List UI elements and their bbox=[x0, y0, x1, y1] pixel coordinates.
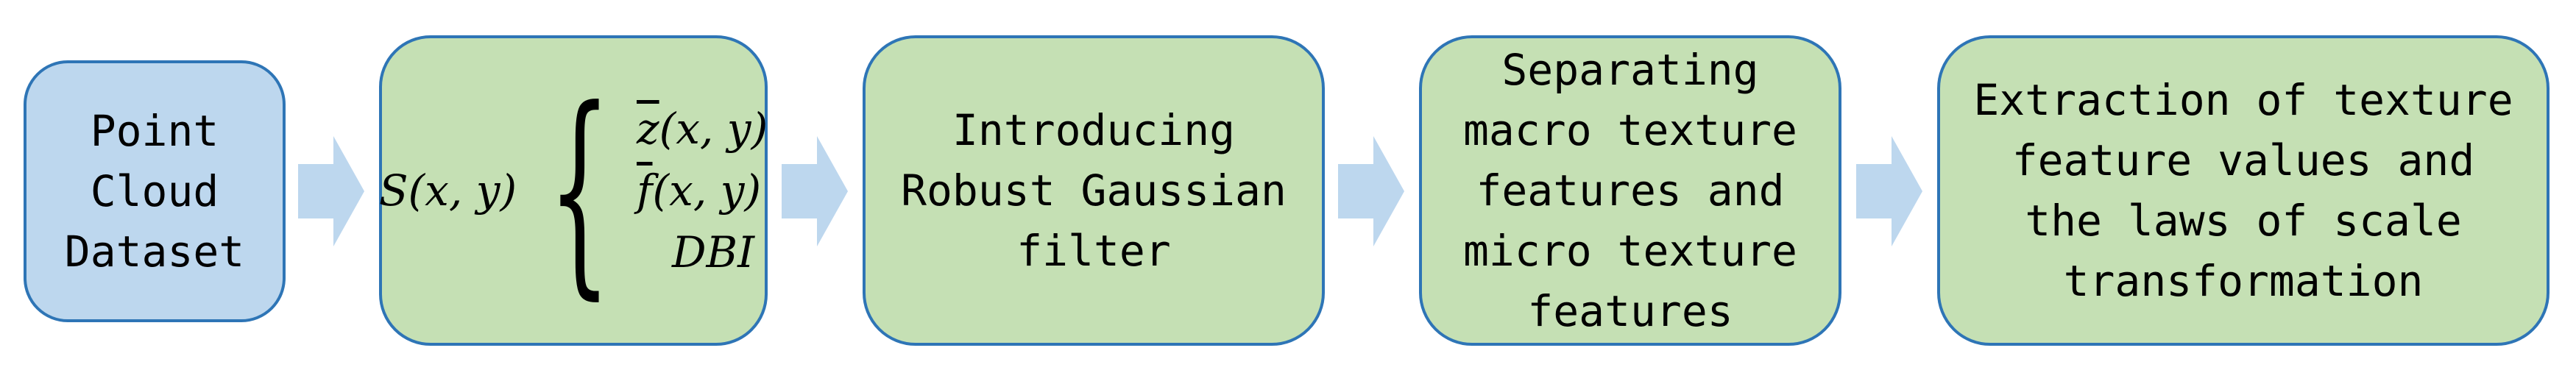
formula-case-f: f(x, y) bbox=[637, 166, 762, 216]
right-arrow-icon bbox=[298, 136, 364, 246]
formula-lhs: S(x, y) bbox=[378, 166, 517, 216]
brace: { bbox=[548, 62, 612, 319]
right-arrow-icon bbox=[1856, 136, 1922, 246]
formula-case-z: z(x, y) bbox=[637, 104, 768, 154]
formula-box: S(x, y) { z(x, y) f(x, y) DBI bbox=[379, 35, 768, 346]
formula-case-dbi: DBI bbox=[672, 227, 755, 277]
right-arrow-icon bbox=[782, 136, 848, 246]
formula: S(x, y) { z(x, y) f(x, y) DBI bbox=[379, 80, 768, 301]
extraction-box: Extraction of texture feature values and… bbox=[1937, 35, 2550, 346]
robust-gaussian-box: Introducing Robust Gaussian filter bbox=[863, 35, 1325, 346]
robust-gaussian-label: Introducing Robust Gaussian filter bbox=[901, 105, 1287, 276]
point-cloud-dataset-label: Point Cloud Dataset bbox=[64, 106, 245, 277]
right-arrow-icon bbox=[1338, 136, 1404, 246]
point-cloud-dataset-box: Point Cloud Dataset bbox=[24, 60, 286, 322]
formula-cases: z(x, y) f(x, y) DBI bbox=[637, 98, 768, 283]
extraction-label: Extraction of texture feature values and… bbox=[1973, 75, 2513, 306]
separating-label: Separating macro texture features and mi… bbox=[1463, 45, 1797, 336]
separating-box: Separating macro texture features and mi… bbox=[1419, 35, 1841, 346]
